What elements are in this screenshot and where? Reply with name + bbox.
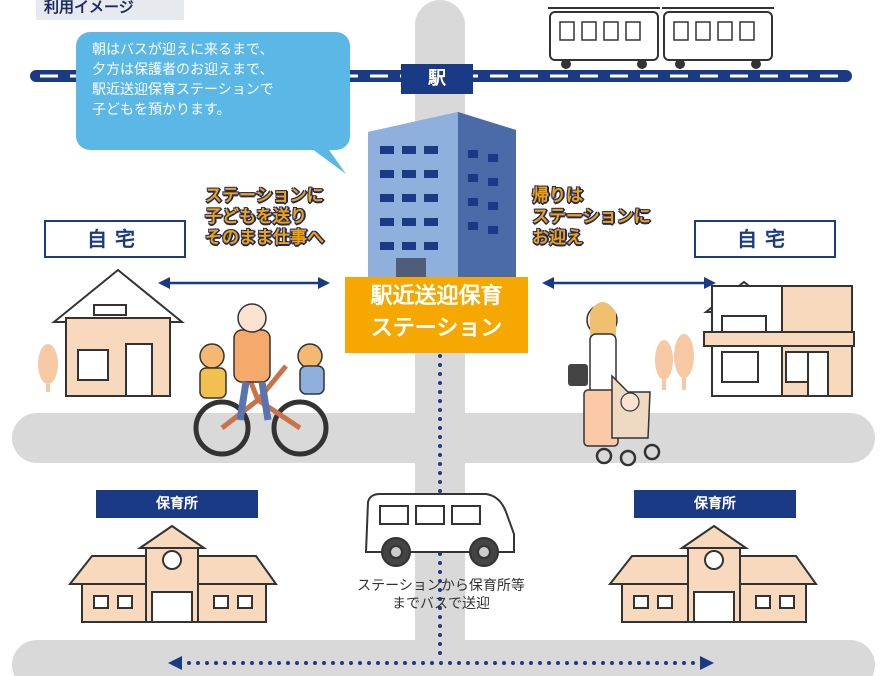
header-tag: 利用イメージ xyxy=(36,0,184,20)
lower-road xyxy=(12,640,875,676)
station-building-icon xyxy=(368,112,516,282)
station-sign-box xyxy=(401,64,473,94)
home-left-label: 自宅 xyxy=(44,220,186,258)
right-arrow xyxy=(542,277,716,289)
home-left-house-icon xyxy=(51,268,185,397)
speech-bubble-shape xyxy=(76,32,350,174)
bus-route-horizontal xyxy=(168,656,714,670)
nursery-right-building-icon xyxy=(607,524,818,623)
train-icon xyxy=(548,7,774,69)
upper-road xyxy=(12,413,875,463)
mother-with-stroller-icon xyxy=(568,302,661,467)
parent-on-bicycle-icon xyxy=(193,303,329,457)
nursery-right-label: 保育所 xyxy=(634,490,796,518)
home-right-label: 自宅 xyxy=(694,220,836,258)
station-sign-label: 駅 xyxy=(428,68,446,89)
station-center-label: 駅近送迎保育 ステーション xyxy=(345,277,528,353)
pickup-caption: 帰りは ステーションに お迎え xyxy=(532,186,651,248)
tree-left-icon xyxy=(38,344,58,392)
dropoff-caption: ステーションに 子どもを送り そのまま仕事へ xyxy=(205,186,324,248)
home-right-house-icon xyxy=(703,280,855,397)
bus-icon xyxy=(364,493,515,567)
bus-caption: ステーションから保育所等 までバスで送迎 xyxy=(357,578,525,612)
nursery-left-label: 保育所 xyxy=(96,490,258,518)
left-arrow xyxy=(158,277,330,289)
nursery-left-building-icon xyxy=(67,524,278,623)
tree-right-icon xyxy=(655,334,694,390)
speech-bubble-text: 朝はバスが迎えに来るまで、 夕方は保護者のお迎えまで、 駅近送迎保育ステーション… xyxy=(92,42,274,118)
